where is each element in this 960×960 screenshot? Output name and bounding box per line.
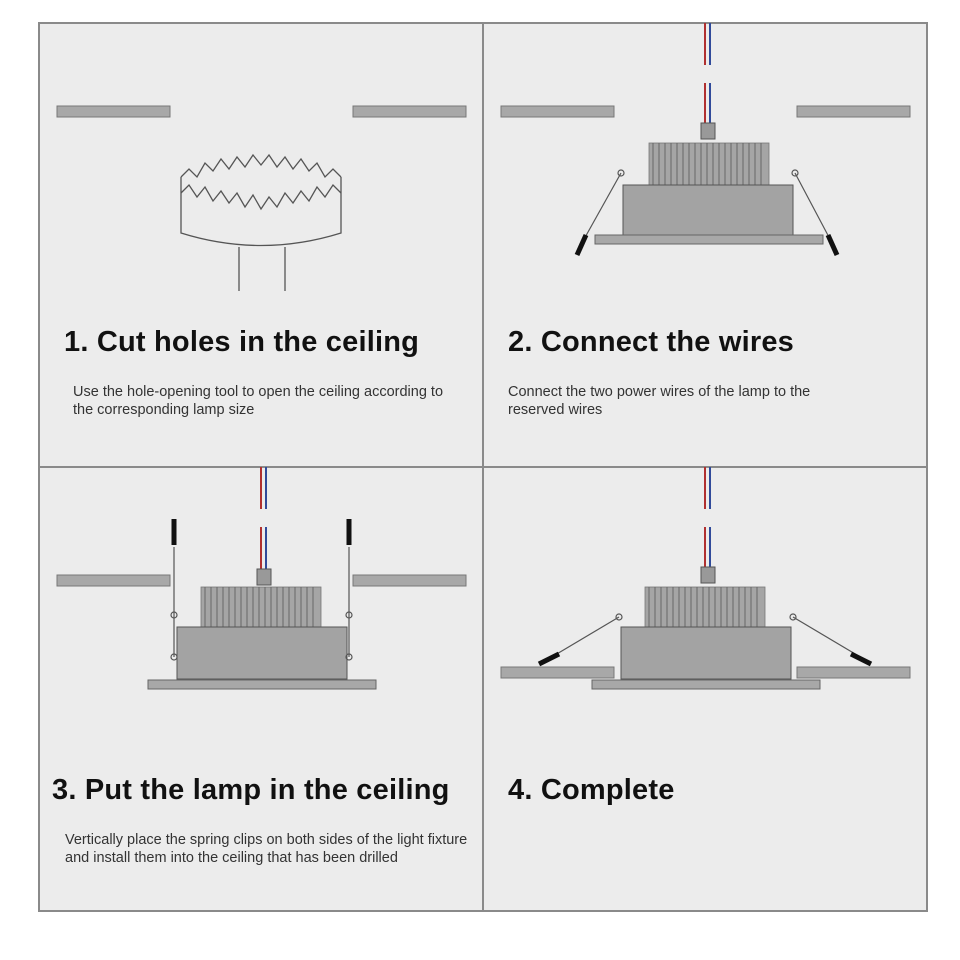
ceiling-right-slab — [352, 574, 467, 587]
heatsink-fins — [648, 587, 758, 627]
ceiling-right-slab — [796, 105, 911, 118]
step-title: 3. Put the lamp in the ceiling — [52, 774, 450, 806]
spring-clip-left — [574, 233, 589, 257]
reserved-wires — [704, 23, 711, 65]
spring-clip-left — [537, 651, 561, 667]
step-panel-2: 2. Connect the wires Connect the two pow… — [483, 23, 927, 467]
step-title: 1. Cut holes in the ceiling — [64, 326, 420, 358]
heatsink — [200, 586, 322, 628]
connector-block — [700, 122, 716, 140]
step-panel-1: 1. Cut holes in the ceiling Use the hole… — [39, 23, 483, 467]
lamp-trim — [147, 679, 377, 690]
horizontal-divider — [38, 466, 928, 468]
spring-arms — [582, 169, 832, 242]
step-description: Connect the two power wires of the lamp … — [508, 384, 811, 418]
hole-cutting-illustration — [56, 105, 467, 291]
ceiling-left-slab — [56, 105, 171, 118]
spring-clip-right — [825, 233, 840, 257]
reserved-wires — [260, 467, 267, 509]
heatsink — [648, 142, 770, 186]
hole-saw-icon — [180, 153, 342, 291]
wire-connection-illustration — [500, 23, 911, 257]
step-title: 2. Connect the wires — [508, 326, 795, 358]
ceiling-right-slab — [796, 666, 911, 679]
spring-clip-right — [849, 651, 873, 667]
lamp-body — [622, 184, 794, 236]
step-description: Vertically place the spring clips on bot… — [65, 832, 468, 866]
ceiling-left-slab — [500, 666, 615, 679]
step-panel-4: 4. Complete — [483, 467, 927, 911]
step-title: 4. Complete — [508, 774, 675, 806]
lamp-wires — [704, 527, 711, 567]
step-description: Use the hole-opening tool to open the ce… — [73, 384, 444, 418]
lamp-insertion-illustration — [56, 467, 467, 690]
spring-arms — [170, 547, 353, 661]
reserved-wires — [704, 467, 711, 509]
heatsink-fins — [652, 143, 762, 185]
lamp-trim — [591, 679, 821, 690]
lamp-trim — [594, 234, 824, 245]
connector-block — [256, 568, 272, 586]
step-panel-3: 3. Put the lamp in the ceiling Verticall… — [39, 467, 483, 911]
lamp-wires — [260, 527, 267, 569]
heatsink — [644, 586, 766, 628]
heatsink-fins — [204, 587, 314, 627]
connector-block — [700, 566, 716, 584]
ceiling-left-slab — [500, 105, 615, 118]
ceiling-left-slab — [56, 574, 171, 587]
lamp-body — [176, 626, 348, 680]
lamp-wires — [704, 83, 711, 123]
lamp-body — [620, 626, 792, 680]
installed-lamp-illustration — [500, 467, 911, 690]
ceiling-right-slab — [352, 105, 467, 118]
